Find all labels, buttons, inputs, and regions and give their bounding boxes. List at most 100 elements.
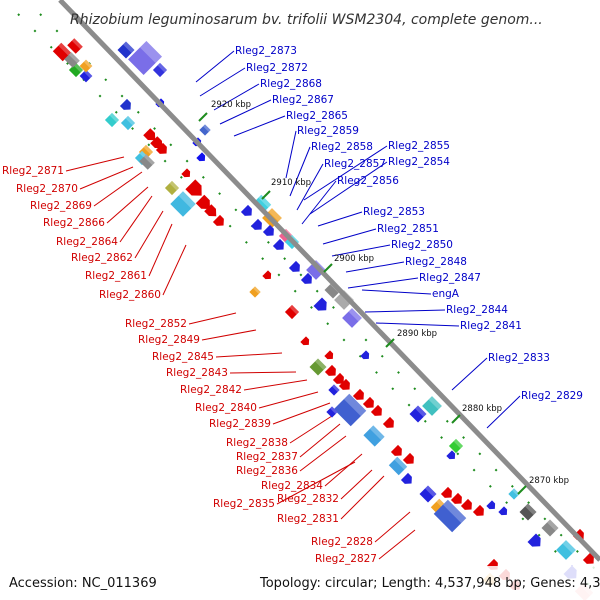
gene-box[interactable] xyxy=(419,485,437,503)
gene-feature[interactable] xyxy=(212,214,227,229)
gene-label[interactable]: Rleg2_2865 xyxy=(286,110,348,122)
gene-arrow[interactable] xyxy=(498,506,509,517)
gene-box[interactable] xyxy=(128,41,162,75)
gene-box[interactable] xyxy=(541,519,559,537)
gene-arrow[interactable] xyxy=(240,204,255,219)
gene-feature[interactable] xyxy=(164,180,180,196)
gene-feature[interactable] xyxy=(556,540,576,560)
gene-feature[interactable] xyxy=(300,272,315,287)
gene-feature[interactable] xyxy=(400,472,415,487)
gene-feature[interactable] xyxy=(332,372,347,387)
gene-feature[interactable] xyxy=(240,204,255,219)
gene-label[interactable]: Rleg2_2860 xyxy=(99,289,161,301)
gene-feature[interactable] xyxy=(390,444,405,459)
gene-feature[interactable] xyxy=(155,142,170,157)
gene-label[interactable]: Rleg2_2847 xyxy=(419,272,481,284)
gene-label[interactable]: Rleg2_2849 xyxy=(138,334,200,346)
gene-feature[interactable] xyxy=(460,498,475,513)
gene-feature[interactable] xyxy=(181,168,192,179)
gene-label[interactable]: Rleg2_2827 xyxy=(315,553,377,565)
gene-arrow[interactable] xyxy=(313,297,331,315)
gene-arrow[interactable] xyxy=(204,204,220,220)
gene-feature[interactable] xyxy=(382,416,397,431)
gene-feature[interactable] xyxy=(388,456,408,476)
gene-arrow[interactable] xyxy=(370,404,385,419)
gene-arrow[interactable] xyxy=(196,152,207,163)
gene-feature[interactable] xyxy=(422,396,442,416)
gene-box[interactable] xyxy=(252,194,272,214)
gene-box[interactable] xyxy=(409,405,427,423)
gene-arrow[interactable] xyxy=(338,378,353,393)
gene-box[interactable] xyxy=(328,384,340,396)
gene-feature[interactable] xyxy=(508,488,520,500)
gene-box[interactable] xyxy=(249,286,261,298)
gene-feature[interactable] xyxy=(409,405,427,423)
gene-label[interactable]: Rleg2_2866 xyxy=(43,217,105,229)
gene-arrow[interactable] xyxy=(288,260,303,275)
gene-feature[interactable] xyxy=(433,499,467,533)
gene-feature[interactable] xyxy=(582,552,597,567)
gene-box[interactable] xyxy=(284,304,300,320)
gene-arrow[interactable] xyxy=(486,500,497,511)
gene-label[interactable]: Rleg2_2843 xyxy=(166,367,228,379)
gene-feature[interactable] xyxy=(196,152,207,163)
gene-arrow[interactable] xyxy=(150,136,166,152)
gene-feature[interactable] xyxy=(402,452,417,467)
gene-feature[interactable] xyxy=(541,519,559,537)
gene-feature[interactable] xyxy=(288,260,303,275)
gene-box[interactable] xyxy=(448,438,464,454)
gene-label[interactable]: Rleg2_2840 xyxy=(195,402,257,414)
gene-feature[interactable] xyxy=(440,486,455,501)
gene-feature[interactable] xyxy=(313,297,331,315)
gene-feature[interactable] xyxy=(119,98,134,113)
gene-box[interactable] xyxy=(67,38,83,54)
gene-arrow[interactable] xyxy=(324,364,339,379)
gene-label[interactable]: Rleg2_2854 xyxy=(388,156,450,168)
gene-arrow[interactable] xyxy=(272,238,287,253)
gene-feature[interactable] xyxy=(338,378,353,393)
gene-arrow[interactable] xyxy=(446,450,457,461)
gene-feature[interactable] xyxy=(250,218,265,233)
gene-box[interactable] xyxy=(139,154,155,170)
gene-label[interactable]: Rleg2_2873 xyxy=(235,45,297,57)
gene-feature[interactable] xyxy=(446,450,457,461)
gene-feature[interactable] xyxy=(328,384,340,396)
gene-label[interactable]: engA xyxy=(432,288,460,300)
gene-label[interactable]: Rleg2_2832 xyxy=(277,493,339,505)
gene-feature[interactable] xyxy=(204,204,220,220)
gene-arrow[interactable] xyxy=(212,214,227,229)
gene-arrow[interactable] xyxy=(472,504,487,519)
gene-box[interactable] xyxy=(52,42,72,62)
gene-box[interactable] xyxy=(363,425,385,447)
gene-label[interactable]: Rleg2_2845 xyxy=(152,351,214,363)
gene-box[interactable] xyxy=(309,358,327,376)
gene-label[interactable]: Rleg2_2844 xyxy=(446,304,508,316)
gene-arrow[interactable] xyxy=(460,498,475,513)
gene-label[interactable]: Rleg2_2869 xyxy=(30,200,92,212)
gene-arrow[interactable] xyxy=(143,128,159,144)
gene-feature[interactable] xyxy=(262,224,277,239)
gene-label[interactable]: Rleg2_2864 xyxy=(56,236,118,248)
gene-label[interactable]: Rleg2_2872 xyxy=(246,62,308,74)
gene-label[interactable]: Rleg2_2858 xyxy=(311,141,373,153)
gene-label[interactable]: Rleg2_2833 xyxy=(488,352,550,364)
gene-arrow[interactable] xyxy=(332,372,347,387)
gene-feature[interactable] xyxy=(326,406,338,418)
gene-label[interactable]: Rleg2_2857 xyxy=(324,158,386,170)
gene-feature[interactable] xyxy=(185,179,206,200)
gene-arrow[interactable] xyxy=(262,224,277,239)
gene-label[interactable]: Rleg2_2853 xyxy=(363,206,425,218)
gene-feature[interactable] xyxy=(370,404,385,419)
gene-feature[interactable] xyxy=(272,238,287,253)
gene-arrow[interactable] xyxy=(382,416,397,431)
gene-label[interactable]: Rleg2_2848 xyxy=(405,256,467,268)
gene-feature[interactable] xyxy=(342,308,362,328)
gene-feature[interactable] xyxy=(195,194,214,213)
gene-box[interactable] xyxy=(519,503,537,521)
gene-label[interactable]: Rleg2_2868 xyxy=(260,78,322,90)
gene-feature[interactable] xyxy=(309,358,327,376)
gene-feature[interactable] xyxy=(150,136,166,152)
gene-arrow[interactable] xyxy=(527,533,545,551)
gene-feature[interactable] xyxy=(324,364,339,379)
gene-box[interactable] xyxy=(334,290,354,310)
